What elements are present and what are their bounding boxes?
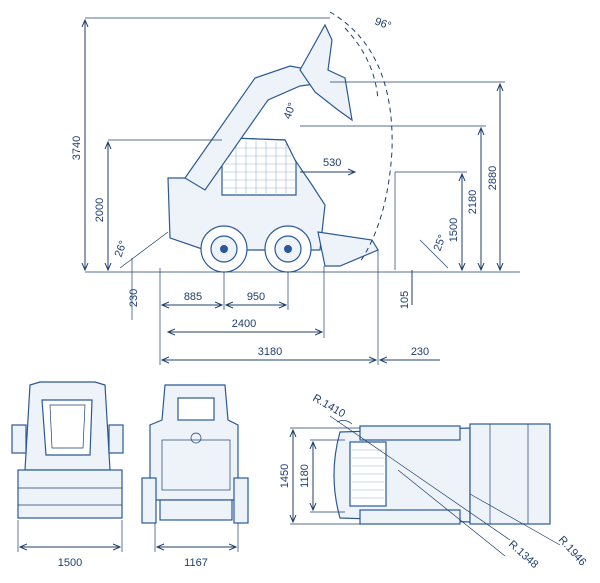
- top-width-outer-label: 1450: [279, 464, 291, 488]
- right-height-dims: [300, 81, 505, 305]
- radius-front-label: R.1348: [506, 538, 540, 571]
- dump-angle-label: 96°: [373, 16, 393, 33]
- top-view-dims: [290, 415, 561, 557]
- length-no-bucket-label: 2400: [232, 318, 256, 330]
- rear-width-label: 1167: [184, 557, 208, 569]
- radius-rear-label: R.1410: [311, 392, 348, 420]
- reach-label: 530: [323, 157, 341, 169]
- top-view-machine: [333, 423, 551, 525]
- rollback-angle-label: 40°: [282, 101, 299, 121]
- front-width-label: 1500: [58, 557, 82, 569]
- length-total-label: 3180: [258, 346, 282, 358]
- length-dims: [159, 250, 440, 365]
- side-view-machine: [85, 23, 520, 273]
- left-height-dims: [85, 17, 330, 320]
- reach-arc: [344, 27, 379, 101]
- rear-view-machine: [141, 384, 249, 552]
- bucket-reach-label: 230: [411, 346, 429, 358]
- front-view-machine: [11, 381, 124, 552]
- height-hinge-label: 2880: [487, 166, 499, 190]
- dump-clearance-label: 1500: [448, 218, 460, 242]
- height-dump-label: 2180: [467, 190, 479, 214]
- bucket-below-label: 105: [399, 291, 411, 309]
- dump-arc: [329, 11, 393, 263]
- wheelbase-label: 950: [247, 291, 265, 303]
- radius-bucket-label: R.1946: [556, 534, 589, 568]
- top-width-inner-label: 1180: [299, 464, 311, 488]
- front-overhang-label: 885: [184, 291, 202, 303]
- dump-angle-low-label: 25°: [432, 233, 449, 253]
- height-cab-label: 2000: [94, 198, 106, 222]
- ground-clearance-label: 230: [128, 289, 140, 307]
- height-total-label: 3740: [71, 136, 83, 160]
- departure-angle-label: 26°: [113, 239, 130, 259]
